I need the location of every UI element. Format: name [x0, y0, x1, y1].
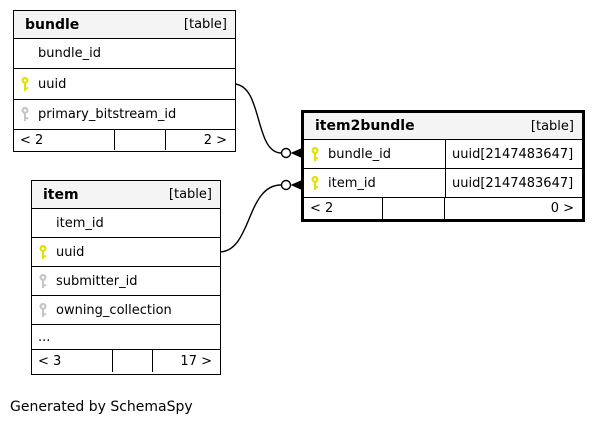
column-row-bundle-id: bundle_id — [14, 38, 235, 68]
stats-spacer — [382, 198, 445, 219]
table-item-title: item — [43, 186, 79, 203]
column-label: submitter_id — [56, 273, 138, 289]
table-item-stats: < 3 17 > — [32, 349, 220, 372]
column-label: uuid — [38, 76, 67, 92]
stats-spacer — [112, 350, 153, 372]
connector-item-uuid — [218, 184, 282, 253]
table-item-tag: [table] — [168, 187, 212, 202]
primary-key-icon — [20, 76, 38, 92]
column-row-uuid: uuid — [32, 237, 220, 266]
parent-count: < 2 — [20, 132, 44, 148]
child-count: 17 > — [180, 353, 212, 369]
table-item[interactable]: item [table] item_id uuid submitter_id o… — [31, 180, 221, 375]
column-type: uuid[2147483647] — [445, 140, 582, 168]
circle-terminator-item-id — [280, 179, 292, 191]
table-bundle-title: bundle — [25, 16, 80, 33]
table-bundle[interactable]: bundle [table] bundle_id uuid primary_bi… — [13, 10, 236, 152]
column-label: owning_collection — [56, 302, 172, 318]
table-item2bundle-stats: < 2 0 > — [304, 197, 582, 219]
column-label: item_id — [328, 175, 376, 191]
column-row-primary-bitstream-id: primary_bitstream_id — [14, 99, 235, 129]
table-item2bundle[interactable]: item2bundle [table] bundle_id uuid[21474… — [301, 110, 585, 222]
primary-key-icon — [310, 175, 328, 191]
more-columns-ellipsis: ... — [32, 324, 220, 349]
column-row-item-id: item_id — [32, 208, 220, 237]
table-bundle-stats: < 2 2 > — [14, 129, 235, 150]
column-label: bundle_id — [328, 146, 391, 162]
circle-terminator-bundle-id — [280, 147, 292, 159]
nullable-key-icon — [20, 107, 38, 122]
connector-bundle-uuid — [233, 83, 282, 154]
column-row-bundle-id: bundle_id uuid[2147483647] — [304, 139, 582, 168]
stats-spacer — [114, 130, 166, 150]
column-row-submitter-id: submitter_id — [32, 266, 220, 295]
table-bundle-header[interactable]: bundle [table] — [14, 11, 235, 38]
child-count: 0 > — [550, 201, 574, 216]
column-row-owning-collection: owning_collection — [32, 295, 220, 324]
table-bundle-tag: [table] — [183, 17, 227, 32]
column-label: primary_bitstream_id — [38, 107, 177, 122]
nullable-key-icon — [38, 273, 56, 289]
primary-key-icon — [38, 244, 56, 260]
child-count: 2 > — [203, 132, 227, 148]
table-item2bundle-header[interactable]: item2bundle [table] — [304, 113, 582, 139]
parent-count: < 2 — [310, 201, 334, 216]
table-item2bundle-tag: [table] — [530, 118, 574, 134]
column-label: bundle_id — [38, 46, 101, 61]
column-label: uuid — [56, 244, 85, 260]
arrowhead-item-id — [290, 180, 302, 190]
parent-count: < 3 — [38, 353, 62, 369]
nullable-key-icon — [38, 302, 56, 318]
column-label: item_id — [56, 215, 104, 231]
column-type: uuid[2147483647] — [445, 169, 582, 197]
generated-by-note: Generated by SchemaSpy — [10, 399, 193, 415]
table-item-header[interactable]: item [table] — [32, 181, 220, 208]
primary-key-icon — [310, 146, 328, 162]
column-row-item-id: item_id uuid[2147483647] — [304, 168, 582, 197]
table-item2bundle-title: item2bundle — [315, 118, 415, 134]
column-row-uuid: uuid — [14, 68, 235, 99]
arrowhead-bundle-id — [290, 148, 302, 158]
